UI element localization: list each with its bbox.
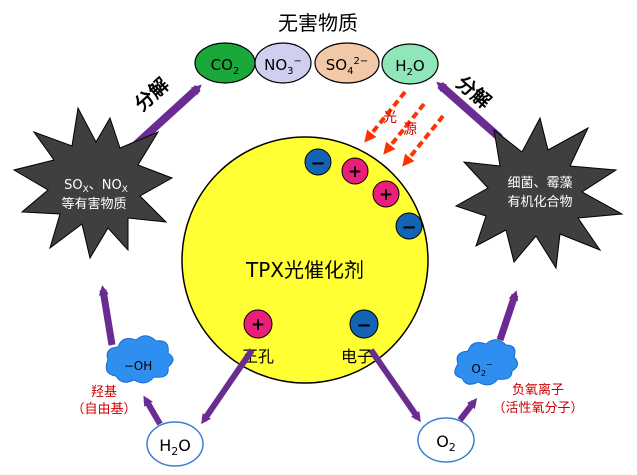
product-so4: SO42− xyxy=(314,42,380,84)
electron-charge: − xyxy=(349,309,379,339)
superoxide-cloud-text: O2− xyxy=(471,360,492,378)
hydroxyl-label-line2: （自由基） xyxy=(71,402,136,417)
product-no3: NO3− xyxy=(254,42,312,84)
oxygen-to-superoxide-arrow xyxy=(457,398,478,422)
svg-text:−: − xyxy=(356,315,371,336)
hydroxyl-to-pollutant-arrow xyxy=(98,285,116,346)
right-pollutant-burst xyxy=(454,116,624,270)
water-molecule: H2O xyxy=(146,421,204,467)
superoxide-to-pollutant-arrow xyxy=(496,290,519,342)
product-h2o: H2O xyxy=(381,43,439,85)
light-label-1: 光 xyxy=(383,110,397,126)
title: 无害物质 xyxy=(278,11,358,35)
superoxide-cloud xyxy=(454,339,518,386)
left-burst-line1: SOX、NOX xyxy=(64,178,128,195)
light-source-arrows xyxy=(364,90,445,167)
svg-text:+: + xyxy=(379,185,393,205)
right-decompose-arrow xyxy=(436,81,503,141)
catalyst-label: TPX光催化剂 xyxy=(245,258,364,282)
electron-charge: − xyxy=(304,148,332,176)
electron-to-oxygen-arrow xyxy=(368,348,421,423)
svg-text:H2O: H2O xyxy=(159,436,191,458)
left-burst-line2: 等有害物质 xyxy=(61,196,126,212)
light-label-2: 源 xyxy=(403,122,417,138)
superoxide-label-line1: 负氧离子 xyxy=(512,382,564,398)
electron-charge: − xyxy=(395,212,423,240)
hole-to-water-arrow xyxy=(201,348,255,425)
svg-text:SO42−: SO42− xyxy=(326,56,368,77)
svg-text:CO2: CO2 xyxy=(211,56,240,77)
hydroxyl-cloud xyxy=(105,335,174,384)
svg-text:+: + xyxy=(348,162,362,182)
hole-charge: + xyxy=(341,157,369,185)
superoxide-label-line2: （活性氧分子） xyxy=(492,401,583,416)
hole-charge: + xyxy=(243,309,273,339)
water-to-hydroxyl-arrow xyxy=(143,395,163,426)
svg-text:−: − xyxy=(310,153,325,174)
svg-text:−: − xyxy=(401,217,416,238)
oxygen-molecule: O2 xyxy=(417,417,475,463)
hole-charge: + xyxy=(372,180,400,208)
hydroxyl-cloud-text: −OH xyxy=(124,359,153,373)
hydroxyl-label-line1: 羟基 xyxy=(91,385,117,400)
left-process-label: 分解 xyxy=(130,73,174,116)
svg-text:+: + xyxy=(251,315,265,335)
right-burst-line2: 有机化合物 xyxy=(507,195,572,210)
left-pollutant-burst xyxy=(12,106,174,260)
right-process-label: 分解 xyxy=(452,71,496,113)
svg-text:H2O: H2O xyxy=(395,57,424,78)
svg-text:NO3−: NO3− xyxy=(264,56,302,77)
electron-label: 电子 xyxy=(341,347,373,366)
right-burst-line1: 细菌、霉藻 xyxy=(507,176,572,191)
svg-text:O2: O2 xyxy=(436,432,456,454)
product-co2: CO2 xyxy=(194,42,256,84)
